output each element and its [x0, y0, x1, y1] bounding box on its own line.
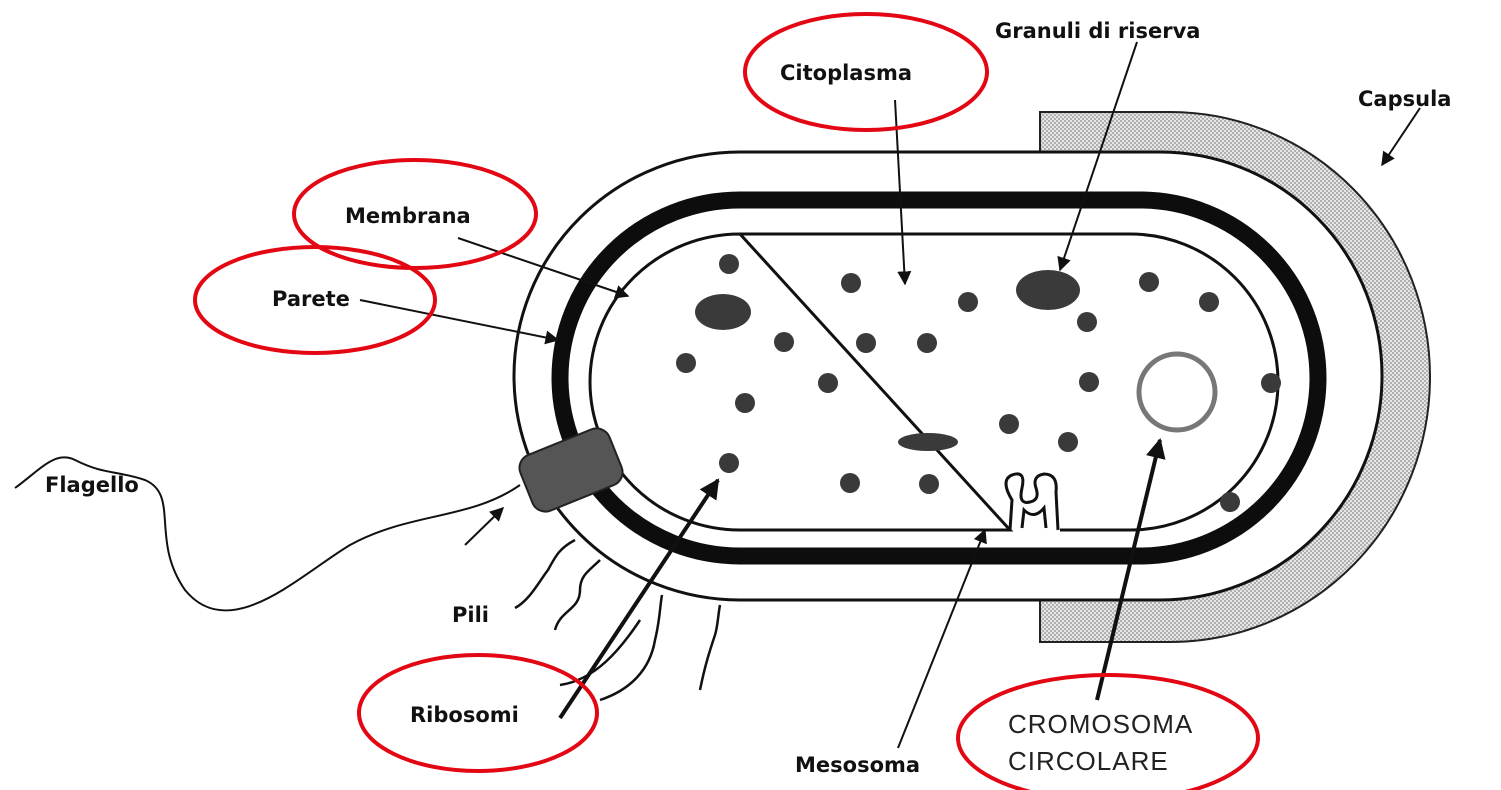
- label-cromosoma-line2: CIRCOLARE: [1008, 746, 1169, 776]
- label-pili: Pili: [452, 603, 489, 627]
- arrow-capsula: [1382, 108, 1420, 165]
- label-flagello: Flagello: [45, 473, 139, 497]
- label-capsula: Capsula: [1358, 87, 1451, 111]
- label-mesosoma: Mesosoma: [795, 753, 920, 777]
- label-citoplasma: Citoplasma: [780, 61, 912, 85]
- label-granuli: Granuli di riserva: [995, 19, 1200, 43]
- label-ribosomi: Ribosomi: [410, 703, 519, 727]
- label-membrana: Membrana: [345, 204, 471, 228]
- label-parete: Parete: [272, 287, 350, 311]
- flagellum: [15, 424, 627, 610]
- label-cromosoma-line1: CROMOSOMA: [1008, 709, 1193, 739]
